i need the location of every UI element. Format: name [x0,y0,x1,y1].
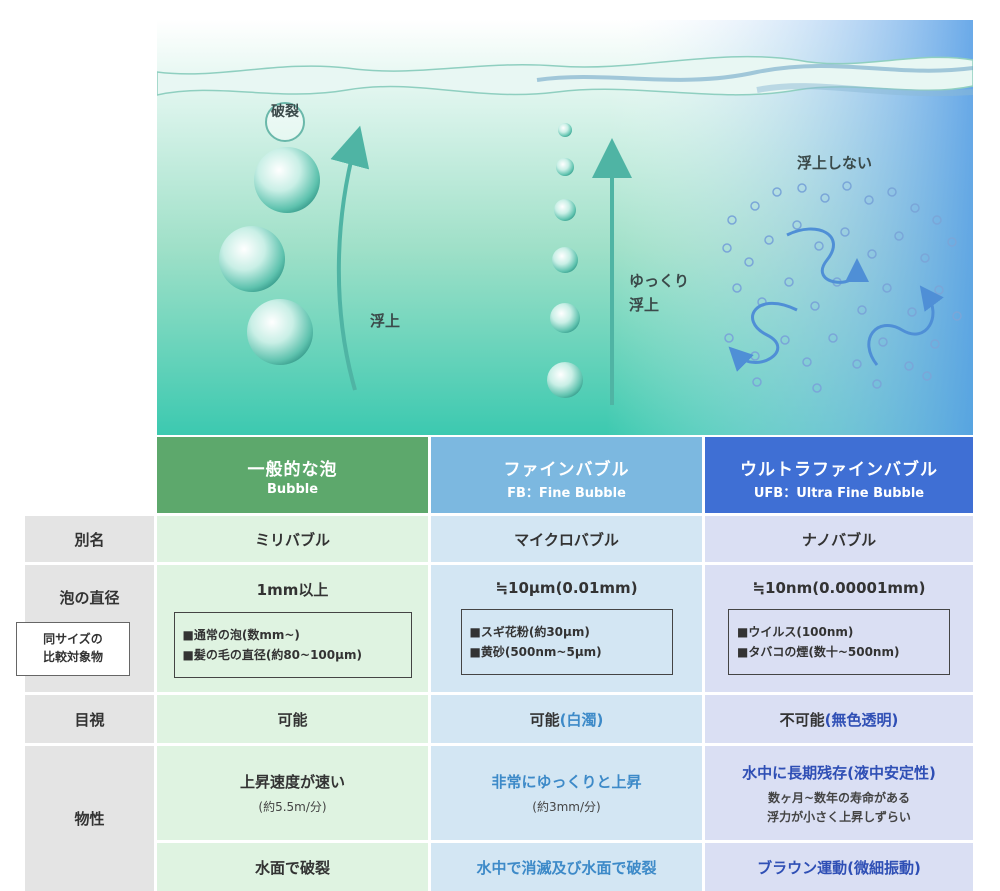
properties-fine-bubble-main: 非常にゆっくりと上昇 [491,773,642,791]
column-title: ウルトラファインバブル [740,460,938,480]
row-label-visual: 目視 [25,695,154,743]
column-header-ultra-fine-bubble: ウルトラファインバブル UFB：Ultra Fine Bubble [705,437,973,513]
rise-arrow [330,125,370,391]
properties-ultra-fine-bubble-main: 水中に長期残存(液中安定性) [742,763,936,782]
water-surface-ripple-2 [756,83,973,97]
compare-item: ■タバコの煙(数十~500nm) [737,645,900,659]
properties-fine-bubble-cell: 非常にゆっくりと上昇 (約3mm/分) [431,746,702,840]
properties-bubble-cell: 上昇速度が速い (約5.5m/分) [157,746,428,840]
fine-bubble-4 [552,247,578,273]
diameter-bubble-compare-box: ■通常の泡(数mm~) ■髪の毛の直径(約80~100μm) [173,612,412,678]
row-label-properties: 物性 [25,746,154,891]
properties-ultra-fine-bubble-sub2: 浮力が小さく上昇しずらい [767,809,911,824]
big-bubble-1 [254,147,320,213]
visual-bubble: 可能 [157,695,428,743]
diameter-bubble-cell: 1mm以上 ■通常の泡(数mm~) ■髪の毛の直径(約80~100μm) [157,565,428,692]
compare-item: ■ウイルス(100nm) [737,625,854,639]
bubble-illustration: 破裂 浮上 ゆっくり 浮上 浮上しない [157,20,973,435]
compare-label-box: 同サイズの 比較対象物 [16,622,130,676]
visual-ultra-fine-bubble-cell: 不可能(無色透明) [705,695,973,743]
diameter-fine-bubble-value: ≒10μm(0.01mm) [495,579,638,597]
fine-bubble-3 [554,199,576,221]
column-title: ファインバブル [503,460,630,480]
no-rise-label: 浮上しない [797,154,873,172]
big-bubble-2 [219,226,285,292]
visual-fine-bubble-cell: 可能(白濁) [431,695,702,743]
diameter-fine-bubble-compare-box: ■スギ花粉(約30μm) ■黄砂(500nm~5μm) [460,609,673,675]
fate-fine-bubble: 水中で消滅及び水面で破裂 [431,843,702,891]
fine-bubble-2 [556,158,574,176]
properties-fine-bubble-sub: (約3mm/分) [532,800,601,814]
row-label-diameter: 泡の直径 [59,589,120,607]
brownian-path-1 [786,227,869,284]
rise-label: 浮上 [370,312,401,330]
column-subtitle: UFB：Ultra Fine Bubble [753,486,925,501]
visual-ultra-fine-bubble-note: (無色透明) [824,710,899,729]
ultra-fine-bubble-cluster [722,181,962,393]
compare-label-line2: 比較対象物 [42,650,103,664]
slow-rise-label-line1: ゆっくり [629,272,690,290]
big-bubble-3 [247,299,313,365]
diameter-ultra-fine-bubble-compare-box: ■ウイルス(100nm) ■タバコの煙(数十~500nm) [728,609,950,675]
fine-bubble-5 [550,303,580,333]
fine-bubble-1 [558,123,572,137]
visual-fine-bubble-main: 可能 [529,710,560,729]
compare-item: ■スギ花粉(約30μm) [469,625,590,639]
column-header-bubble: 一般的な泡 Bubble [157,437,428,513]
fine-bubble-6 [547,362,583,398]
visual-ultra-fine-bubble-main: 不可能 [779,710,825,729]
column-subtitle: Bubble [266,482,319,497]
alias-bubble: ミリバブル [157,516,428,562]
compare-item: ■黄砂(500nm~5μm) [469,645,602,659]
properties-ultra-fine-bubble-sub1: 数ヶ月~数年の寿命がある [767,790,911,805]
alias-fine-bubble: マイクロバブル [431,516,702,562]
burst-label: 破裂 [271,104,299,120]
compare-label-line1: 同サイズの [43,632,103,646]
brownian-path-2 [728,301,798,372]
column-header-fine-bubble: ファインバブル FB：Fine Bubble [431,437,702,513]
fate-bubble: 水面で破裂 [157,843,428,891]
burst-bubble [265,102,305,142]
diameter-ultra-fine-bubble-value: ≒10nm(0.00001mm) [752,579,926,597]
column-subtitle: FB：Fine Bubble [507,486,626,501]
compare-item: ■通常の泡(数mm~) [182,628,300,642]
brownian-path-3 [867,285,944,366]
water-scene-svg [157,20,973,435]
column-title: 一般的な泡 [247,460,338,480]
row-label-alias: 別名 [25,516,154,562]
alias-ultra-fine-bubble: ナノバブル [705,516,973,562]
water-surface-ripple [536,63,973,82]
diameter-bubble-value: 1mm以上 [256,581,329,599]
properties-bubble-main: 上昇速度が速い [239,773,345,791]
fate-ultra-fine-bubble: ブラウン運動(微細振動) [705,843,973,891]
diameter-fine-bubble-cell: ≒10μm(0.01mm) ■スギ花粉(約30μm) ■黄砂(500nm~5μm… [431,565,702,692]
diameter-ultra-fine-bubble-cell: ≒10nm(0.00001mm) ■ウイルス(100nm) ■タバコの煙(数十~… [705,565,973,692]
compare-item: ■髪の毛の直径(約80~100μm) [182,648,362,662]
properties-bubble-sub: (約5.5m/分) [258,800,327,814]
slow-rise-label-line2: 浮上 [629,296,660,314]
properties-ultra-fine-bubble-cell: 水中に長期残存(液中安定性) 数ヶ月~数年の寿命がある 浮力が小さく上昇しずらい [705,746,973,840]
visual-fine-bubble-note: (白濁) [559,710,604,729]
